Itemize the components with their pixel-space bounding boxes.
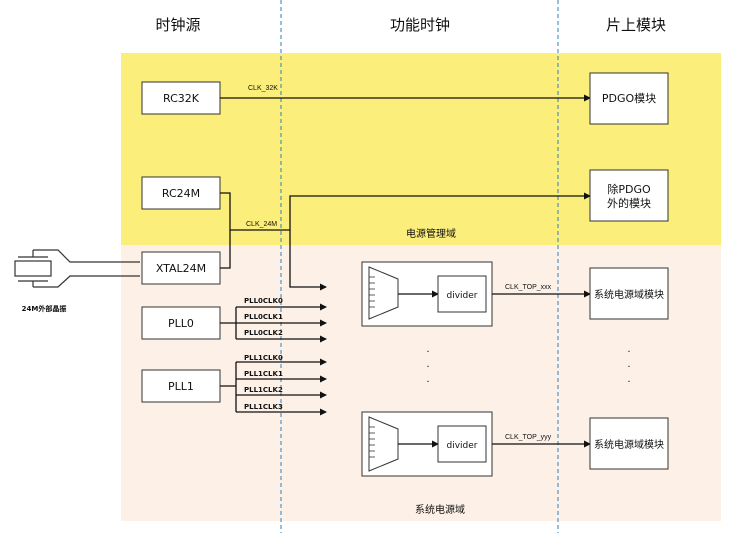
pll0clk2-label: PLL0CLK2 xyxy=(244,329,283,337)
clk-24m-to-non-pdgo-wire xyxy=(289,192,591,230)
pll1clk2-label: PLL1CLK2 xyxy=(244,386,283,394)
pll1clk3-label: PLL1CLK3 xyxy=(244,403,283,411)
pdgo-module-box xyxy=(589,72,669,125)
non-pdgo-module-box xyxy=(589,169,669,222)
xtal24m-box xyxy=(141,251,221,285)
pdgo-domain-label: 电源管理域 xyxy=(406,227,456,240)
rc32k-label: RC32K xyxy=(163,92,200,105)
column-header-clock-source: 时钟源 xyxy=(155,16,200,34)
clk-top-yyy-label: CLK_TOP_yyy xyxy=(505,434,552,441)
pll1-box xyxy=(141,369,221,403)
rc24m-box xyxy=(141,176,221,210)
pdgo-module-label: PDGO模块 xyxy=(602,92,656,105)
mux-icon xyxy=(368,416,399,472)
ellipsis-functional-3: · xyxy=(426,377,429,388)
system-domain-label: 系统电源域 xyxy=(415,503,465,516)
ellipsis-functional-1: · xyxy=(426,347,429,358)
divider-label-bottom: divider xyxy=(447,441,478,451)
column-header-onchip-module: 片上模块 xyxy=(606,16,666,34)
system-module-box-top xyxy=(589,267,669,320)
mux-icon xyxy=(368,266,399,320)
pll1clk0-label: PLL1CLK0 xyxy=(244,354,283,362)
clk-32k-label: CLK_32K xyxy=(248,85,278,92)
system-module-box-bottom xyxy=(589,417,669,470)
ellipsis-module-2: · xyxy=(627,362,630,373)
ellipsis-module-1: · xyxy=(627,347,630,358)
clk-24m-label: CLK_24M xyxy=(246,221,277,228)
column-header-functional-clock: 功能时钟 xyxy=(390,16,450,34)
pll0-box xyxy=(141,306,221,340)
xtal24m-label: XTAL24M xyxy=(156,262,206,275)
rc24m-label: RC24M xyxy=(162,187,200,200)
non-pdgo-module-label-line2: 外的模块 xyxy=(607,196,651,210)
crystal-label: 24M外部晶振 xyxy=(22,304,67,313)
pll0clk1-label: PLL0CLK1 xyxy=(244,313,283,321)
non-pdgo-module-label-line1: 除PDGO xyxy=(607,182,651,196)
pll1-bus xyxy=(220,362,237,412)
divider-box-bottom xyxy=(437,425,487,463)
pll1clk1-label: PLL1CLK1 xyxy=(244,370,283,378)
clk-24m-to-functional-wire xyxy=(289,230,327,291)
system-module-label-bottom: 系统电源域模块 xyxy=(594,438,664,451)
ellipsis-functional-2: · xyxy=(426,362,429,373)
pll1-label: PLL1 xyxy=(168,380,194,393)
divider-box-top xyxy=(437,275,487,313)
divider-label-top: divider xyxy=(447,291,478,301)
pll0-label: PLL0 xyxy=(168,317,194,330)
rc32k-box xyxy=(141,81,221,115)
system-module-label-top: 系统电源域模块 xyxy=(594,288,664,301)
clk-top-xxx-label: CLK_TOP_xxx xyxy=(505,284,552,291)
pll0clk0-label: PLL0CLK0 xyxy=(244,297,283,305)
ellipsis-module-3: · xyxy=(627,377,630,388)
crystal-oscillator-icon xyxy=(14,249,140,288)
